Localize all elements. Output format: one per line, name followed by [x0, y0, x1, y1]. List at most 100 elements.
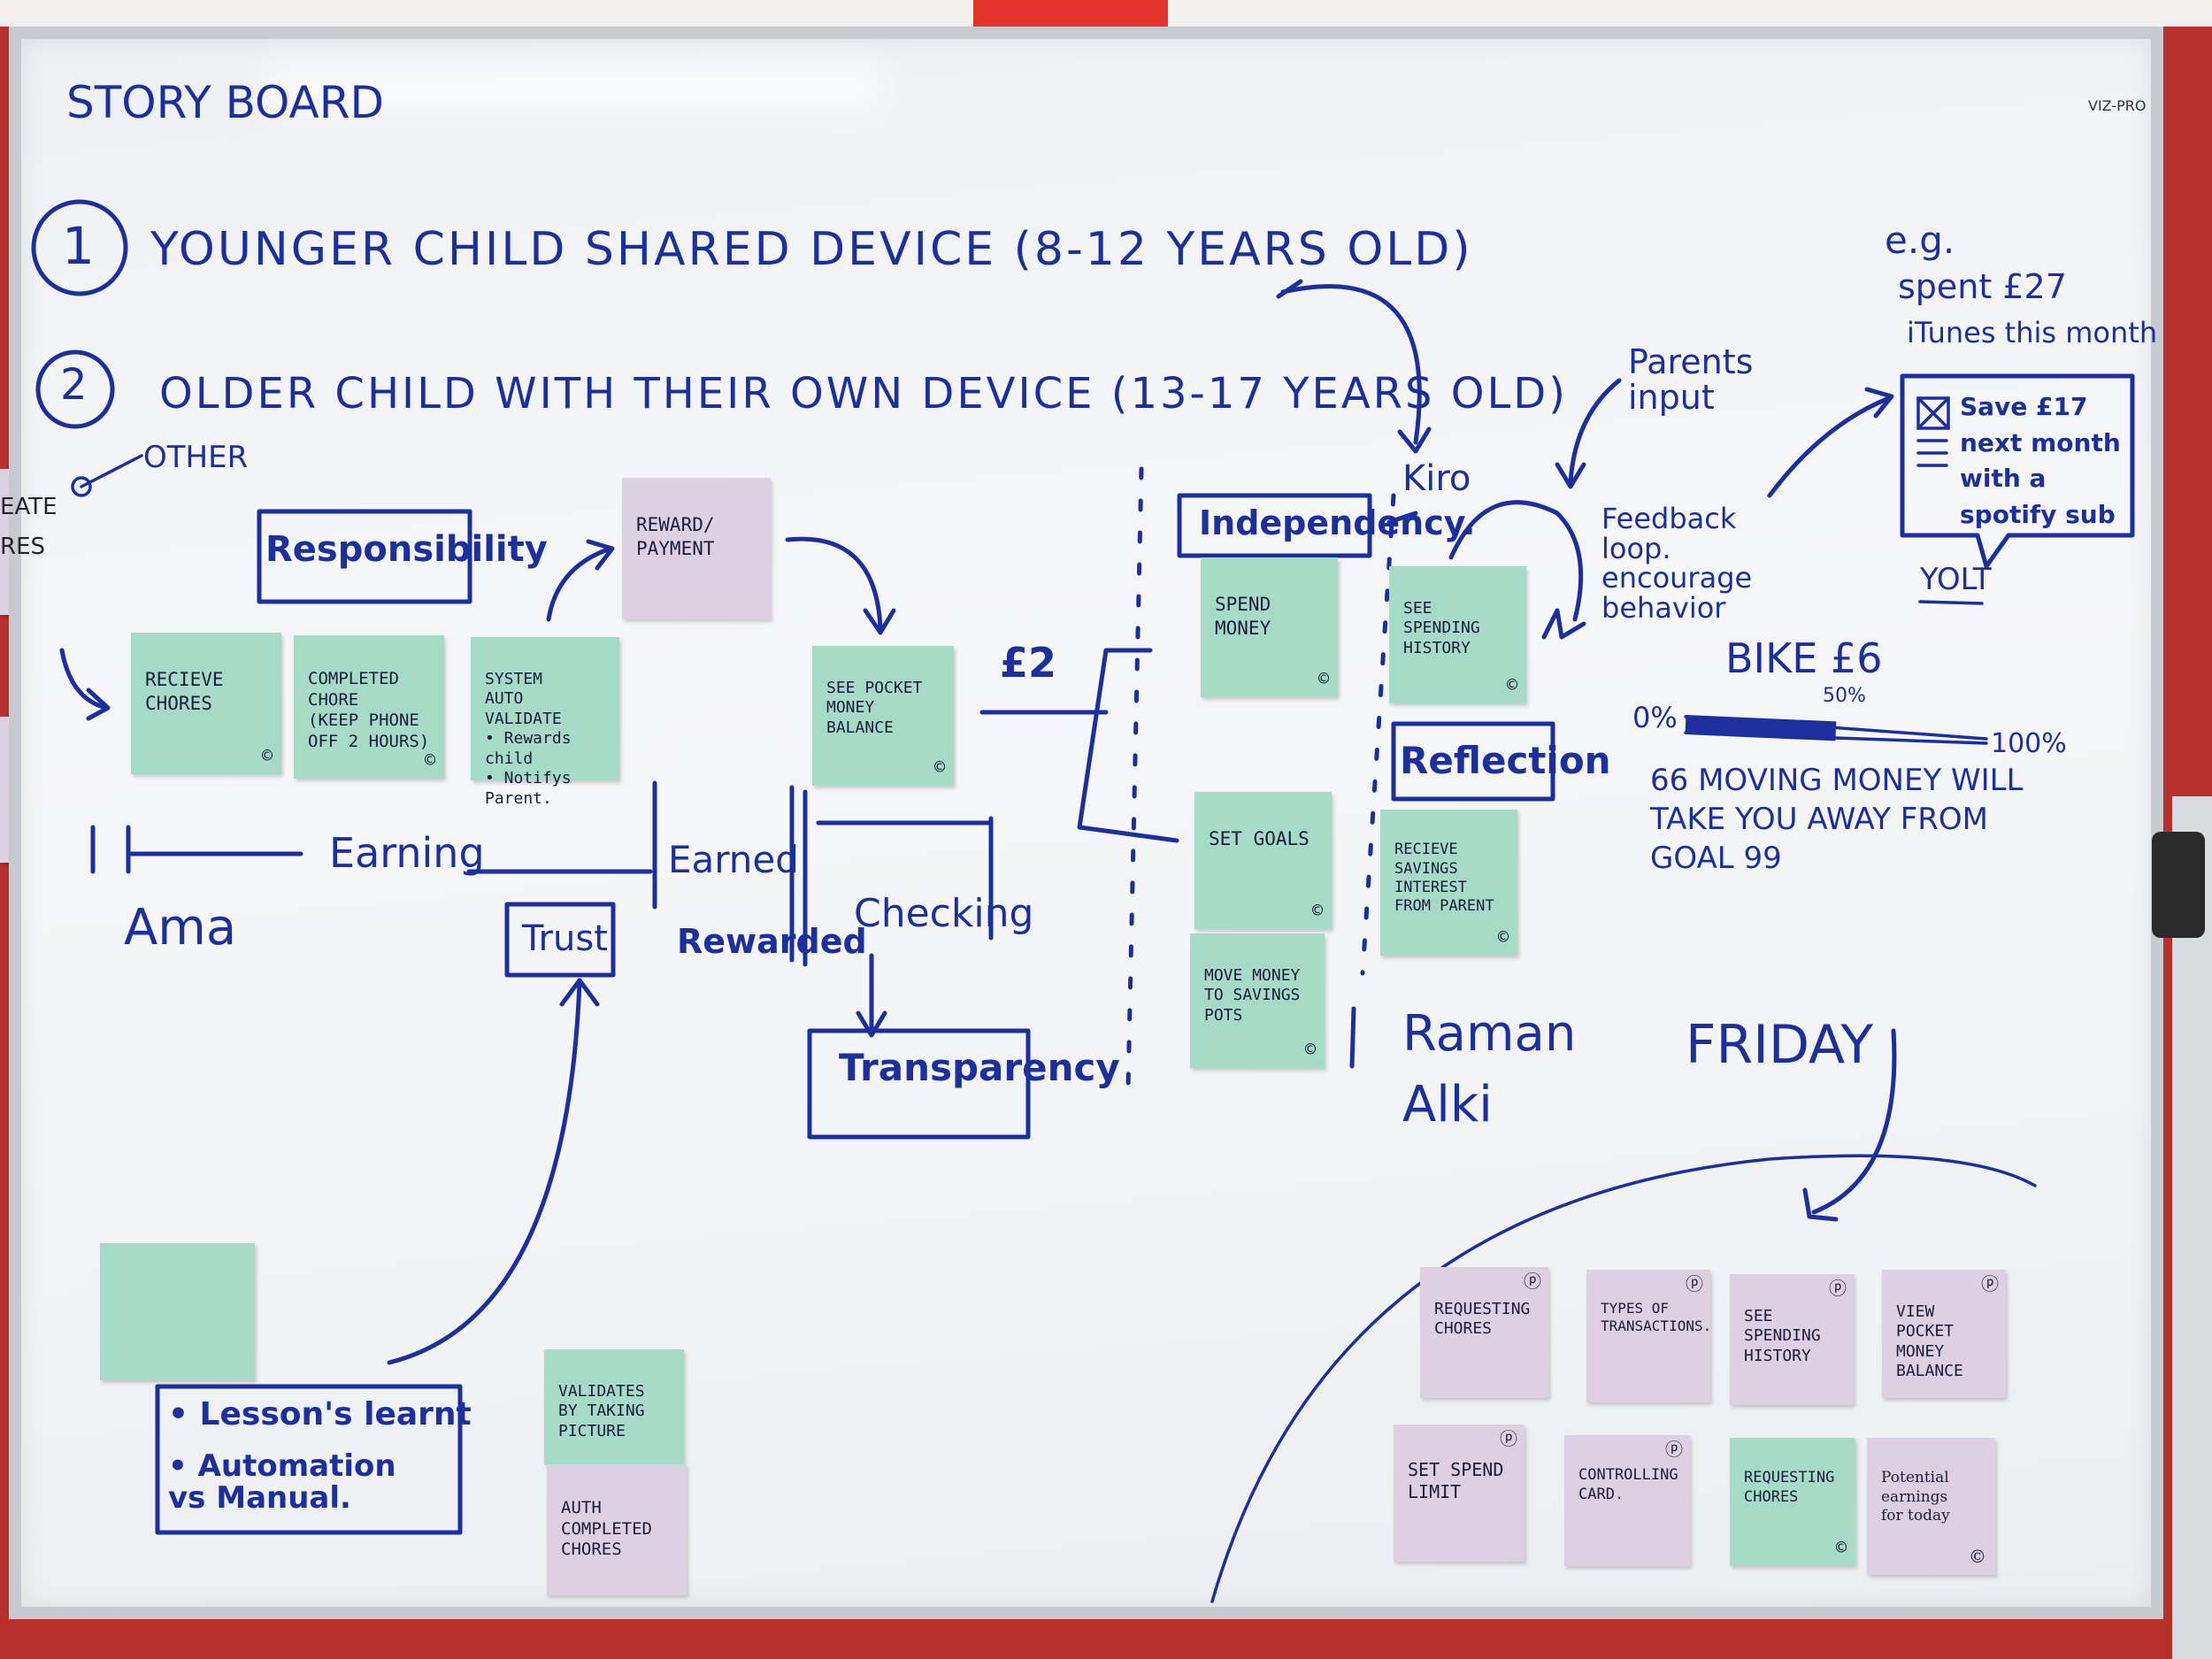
- feedback-label: Feedback loop. encourage behavior: [1601, 502, 1753, 625]
- reflection-box: [1391, 721, 1555, 802]
- earning-label: Earning: [329, 829, 485, 877]
- independency-box: [1177, 493, 1372, 558]
- note-text: SPEND MONEY: [1215, 594, 1271, 639]
- friday-label: FRIDAY: [1686, 1014, 1874, 1076]
- edge-text-2: RES: [0, 534, 45, 560]
- arrow-system-reward: [546, 539, 615, 622]
- board-title: STORY BOARD: [66, 77, 384, 128]
- note-controlling-card: CONTROLLING CARD. ⓟ: [1564, 1435, 1690, 1566]
- trust-label: Trust: [522, 918, 608, 959]
- note-mark: ©: [1969, 1546, 1986, 1567]
- arrow-friday: [1802, 1028, 1897, 1222]
- note-potential-earnings: Potential earnings for today ©: [1867, 1438, 1995, 1575]
- note-text: TYPES OF TRANSACTIONS.: [1601, 1300, 1712, 1334]
- name-ama: Ama: [124, 899, 237, 956]
- edge-text-1: EATE: [0, 494, 58, 520]
- rewarded-label: Rewarded: [677, 922, 867, 961]
- note-mark: ⓟ: [1686, 1273, 1703, 1294]
- note-mark: ⓟ: [1500, 1428, 1517, 1449]
- note-auth-completed-chores: AUTH COMPLETED CHORES: [547, 1464, 687, 1595]
- arrow-feedback: [1541, 608, 1560, 640]
- note-recieve-savings-interest: RECIEVE SAVINGS INTEREST FROM PARENT ©: [1380, 810, 1517, 956]
- note-mark: ⓟ: [1665, 1439, 1683, 1460]
- note-system-auto-validate: SYSTEM AUTO VALIDATE • Rewards child • N…: [471, 637, 619, 808]
- arrow-to-chores: [59, 648, 111, 721]
- line1-number: 1: [62, 216, 95, 276]
- note-move-money: MOVE MONEY TO SAVINGS POTS ©: [1190, 933, 1325, 1068]
- note-mark: ©: [424, 749, 435, 771]
- bubble-text: Save £17 next month with a spotify sub: [1960, 392, 2121, 529]
- note-mark: ©: [1317, 668, 1329, 689]
- pct-100: 100%: [1991, 728, 2067, 759]
- responsibility-label: Responsibility: [265, 529, 548, 570]
- other-label: OTHER: [143, 440, 249, 475]
- note-text: REWARD/ PAYMENT: [636, 514, 715, 559]
- yolt-underline: [1918, 600, 1984, 605]
- note-set-spend-limit: SET SPEND LIMIT ⓟ: [1394, 1425, 1525, 1562]
- dashed-divider-1: [1125, 466, 1144, 1091]
- note-see-spending-history: SEE SPENDING HISTORY ©: [1389, 566, 1526, 703]
- arrow-reward-pocket: [785, 536, 896, 635]
- lessons-item-1: • Lesson's learnt: [168, 1396, 472, 1432]
- brand-logo: VIZ-PRO: [2088, 97, 2147, 114]
- note-text: COMPLETED CHORE (KEEP PHONE OFF 2 HOURS): [308, 668, 430, 751]
- arrow-parents-input: [1555, 378, 1622, 489]
- note-mark: ©: [1497, 926, 1509, 948]
- responsibility-box: [257, 509, 472, 604]
- note-text: SEE SPENDING HISTORY: [1744, 1306, 1821, 1365]
- note-text: VIEW POCKET MONEY BALANCE: [1896, 1302, 1963, 1381]
- solid-divider-3: [1349, 1006, 1356, 1069]
- note-text: CONTROLLING CARD.: [1578, 1466, 1678, 1503]
- reflection-label: Reflection: [1400, 739, 1611, 782]
- pct-0: 0%: [1632, 701, 1678, 734]
- other-pointer: [80, 454, 143, 488]
- transparency-label: Transparency: [839, 1046, 1120, 1089]
- arrow-to-bubble: [1767, 387, 1894, 498]
- note-mark: ⓟ: [1829, 1278, 1847, 1299]
- lessons-item-2: • Automation vs Manual.: [168, 1448, 396, 1516]
- goal-quote: 66 MOVING MONEY WILL TAKE YOU AWAY FROM …: [1650, 763, 2024, 877]
- note-requesting-chores-child: REQUESTING CHORES ©: [1730, 1438, 1855, 1566]
- trust-box: [504, 902, 616, 978]
- note-mark: ©: [933, 757, 945, 778]
- number-circle-1: [31, 199, 128, 296]
- parents-input-label: Parents input: [1628, 342, 1754, 417]
- timeline-earned: [789, 785, 994, 967]
- eg-label: e.g.: [1885, 219, 1955, 262]
- light-glare: [265, 62, 885, 115]
- note-text: RECIEVE CHORES: [145, 669, 224, 714]
- line1-text: YOUNGER CHILD SHARED DEVICE (8-12 YEARS …: [150, 223, 1473, 276]
- note-mark: ©: [1835, 1537, 1847, 1558]
- note-types-of-transactions: TYPES OF TRANSACTIONS. ⓟ: [1586, 1270, 1712, 1402]
- arrow-lessons-trust: [387, 978, 600, 1365]
- text-lines-icon: [1916, 439, 1948, 467]
- note-text: AUTH COMPLETED CHORES: [561, 1497, 652, 1560]
- note-text: REQUESTING CHORES: [1744, 1469, 1835, 1506]
- arrow-curve-independency: [1276, 279, 1432, 454]
- note-mark: ©: [1506, 674, 1517, 695]
- note-text: Potential earnings for today: [1881, 1469, 1950, 1525]
- eg-line1: spent £27: [1898, 267, 2067, 306]
- name-raman: Raman: [1402, 1005, 1577, 1063]
- background-red-graphic: [973, 0, 1168, 27]
- kiro-label: Kiro: [1402, 458, 1471, 499]
- note-text: SEE POCKET MONEY BALANCE: [826, 678, 923, 737]
- note-requesting-chores-parent: REQUESTING CHORES ⓟ: [1420, 1267, 1548, 1398]
- arrow-kiro: [1386, 500, 1586, 640]
- note-text: VALIDATES BY TAKING PICTURE: [558, 1381, 645, 1440]
- other-dot: [71, 476, 92, 497]
- note-validates-picture: VALIDATES BY TAKING PICTURE: [544, 1349, 684, 1464]
- lessons-box: [155, 1384, 463, 1535]
- note-blank: [100, 1243, 255, 1380]
- timeline-middle: [466, 780, 657, 910]
- note-mark: ⓟ: [1524, 1271, 1541, 1292]
- arrow-checking-transparency: [856, 953, 887, 1038]
- timeline-start: [90, 825, 303, 874]
- note-text: SET SPEND LIMIT: [1408, 1459, 1504, 1502]
- note-text: REQUESTING CHORES: [1434, 1299, 1531, 1339]
- line2-number: 2: [60, 360, 88, 410]
- note-see-pocket-balance: SEE POCKET MONEY BALANCE ©: [812, 646, 954, 786]
- pct-50: 50%: [1823, 685, 1866, 707]
- bike-goal: BIKE £6: [1725, 634, 1883, 682]
